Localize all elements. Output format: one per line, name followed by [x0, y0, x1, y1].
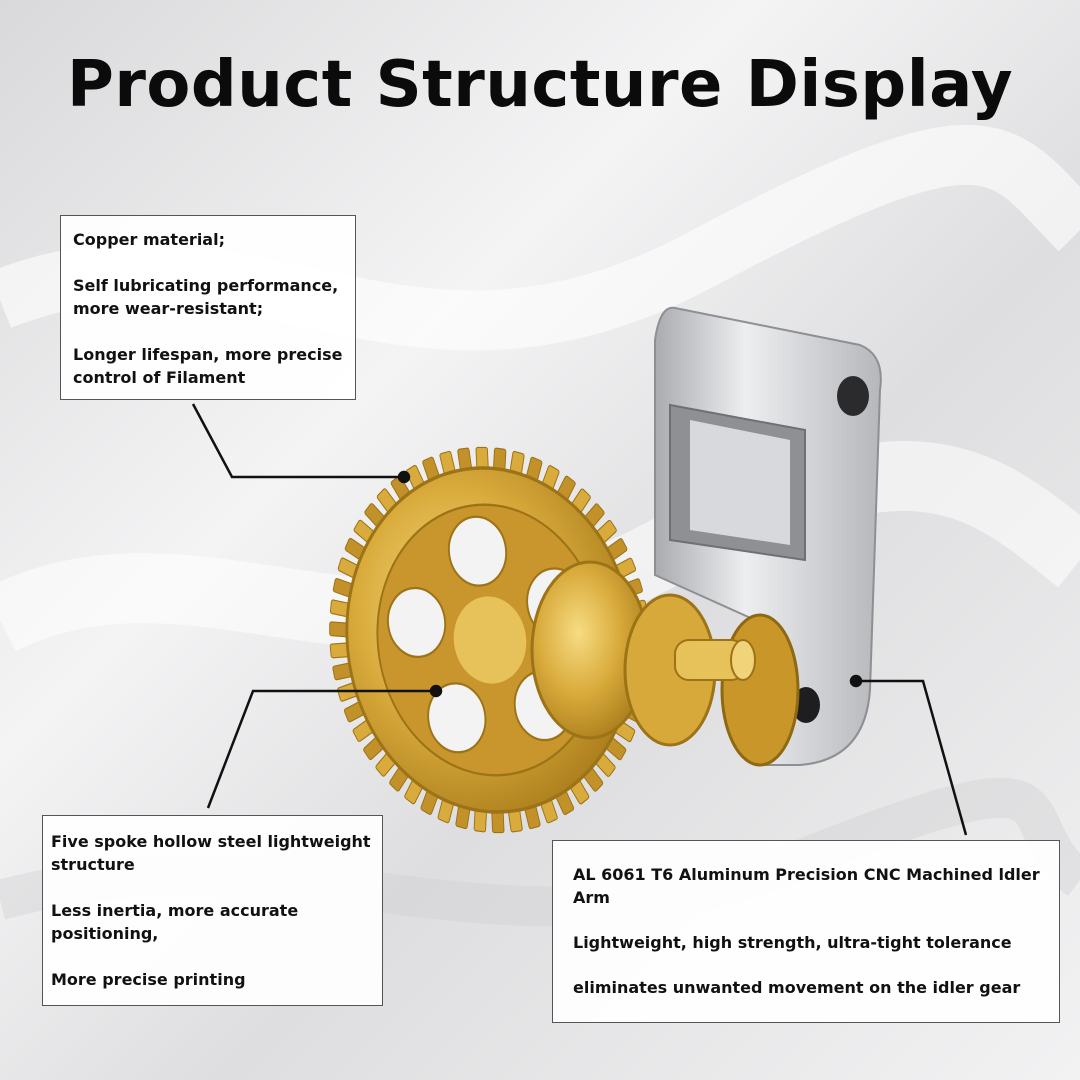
callout-line: Less inertia, more accurate positioning, — [51, 901, 299, 943]
idler-arm — [654, 306, 882, 766]
callout-line: Five spoke hollow steel lightweight stru… — [51, 832, 371, 874]
callout-line: Lightweight, high strength, ultra-tight … — [573, 933, 1012, 952]
leader-line-gear-material — [191, 403, 404, 479]
callout-line: Longer lifespan, more precise control of… — [73, 345, 343, 387]
callout-line: Self lubricating performance, more wear-… — [73, 276, 339, 318]
leader-lines — [191, 403, 968, 836]
callout-gear-material: Copper material; Self lubricating perfor… — [60, 215, 356, 400]
leader-line-spoke-structure — [206, 689, 436, 809]
leader-line-idler-arm — [856, 679, 968, 836]
leader-dot-idler-arm — [849, 674, 863, 688]
callout-line: eliminates unwanted movement on the idle… — [573, 978, 1021, 997]
callout-idler-arm: AL 6061 T6 Aluminum Precision CNC Machin… — [552, 840, 1060, 1023]
leader-dot-spoke-structure — [429, 684, 443, 698]
callout-line: AL 6061 T6 Aluminum Precision CNC Machin… — [573, 865, 1040, 907]
callout-line: More precise printing — [51, 970, 246, 989]
callout-spoke-structure: Five spoke hollow steel lightweight stru… — [42, 815, 383, 1006]
large-brass-gear — [329, 446, 651, 834]
drive-gear-assembly — [530, 560, 800, 767]
leader-dot-gear-material — [397, 470, 411, 484]
callout-line: Copper material; — [73, 230, 225, 249]
page-title: Product Structure Display — [66, 48, 1014, 122]
